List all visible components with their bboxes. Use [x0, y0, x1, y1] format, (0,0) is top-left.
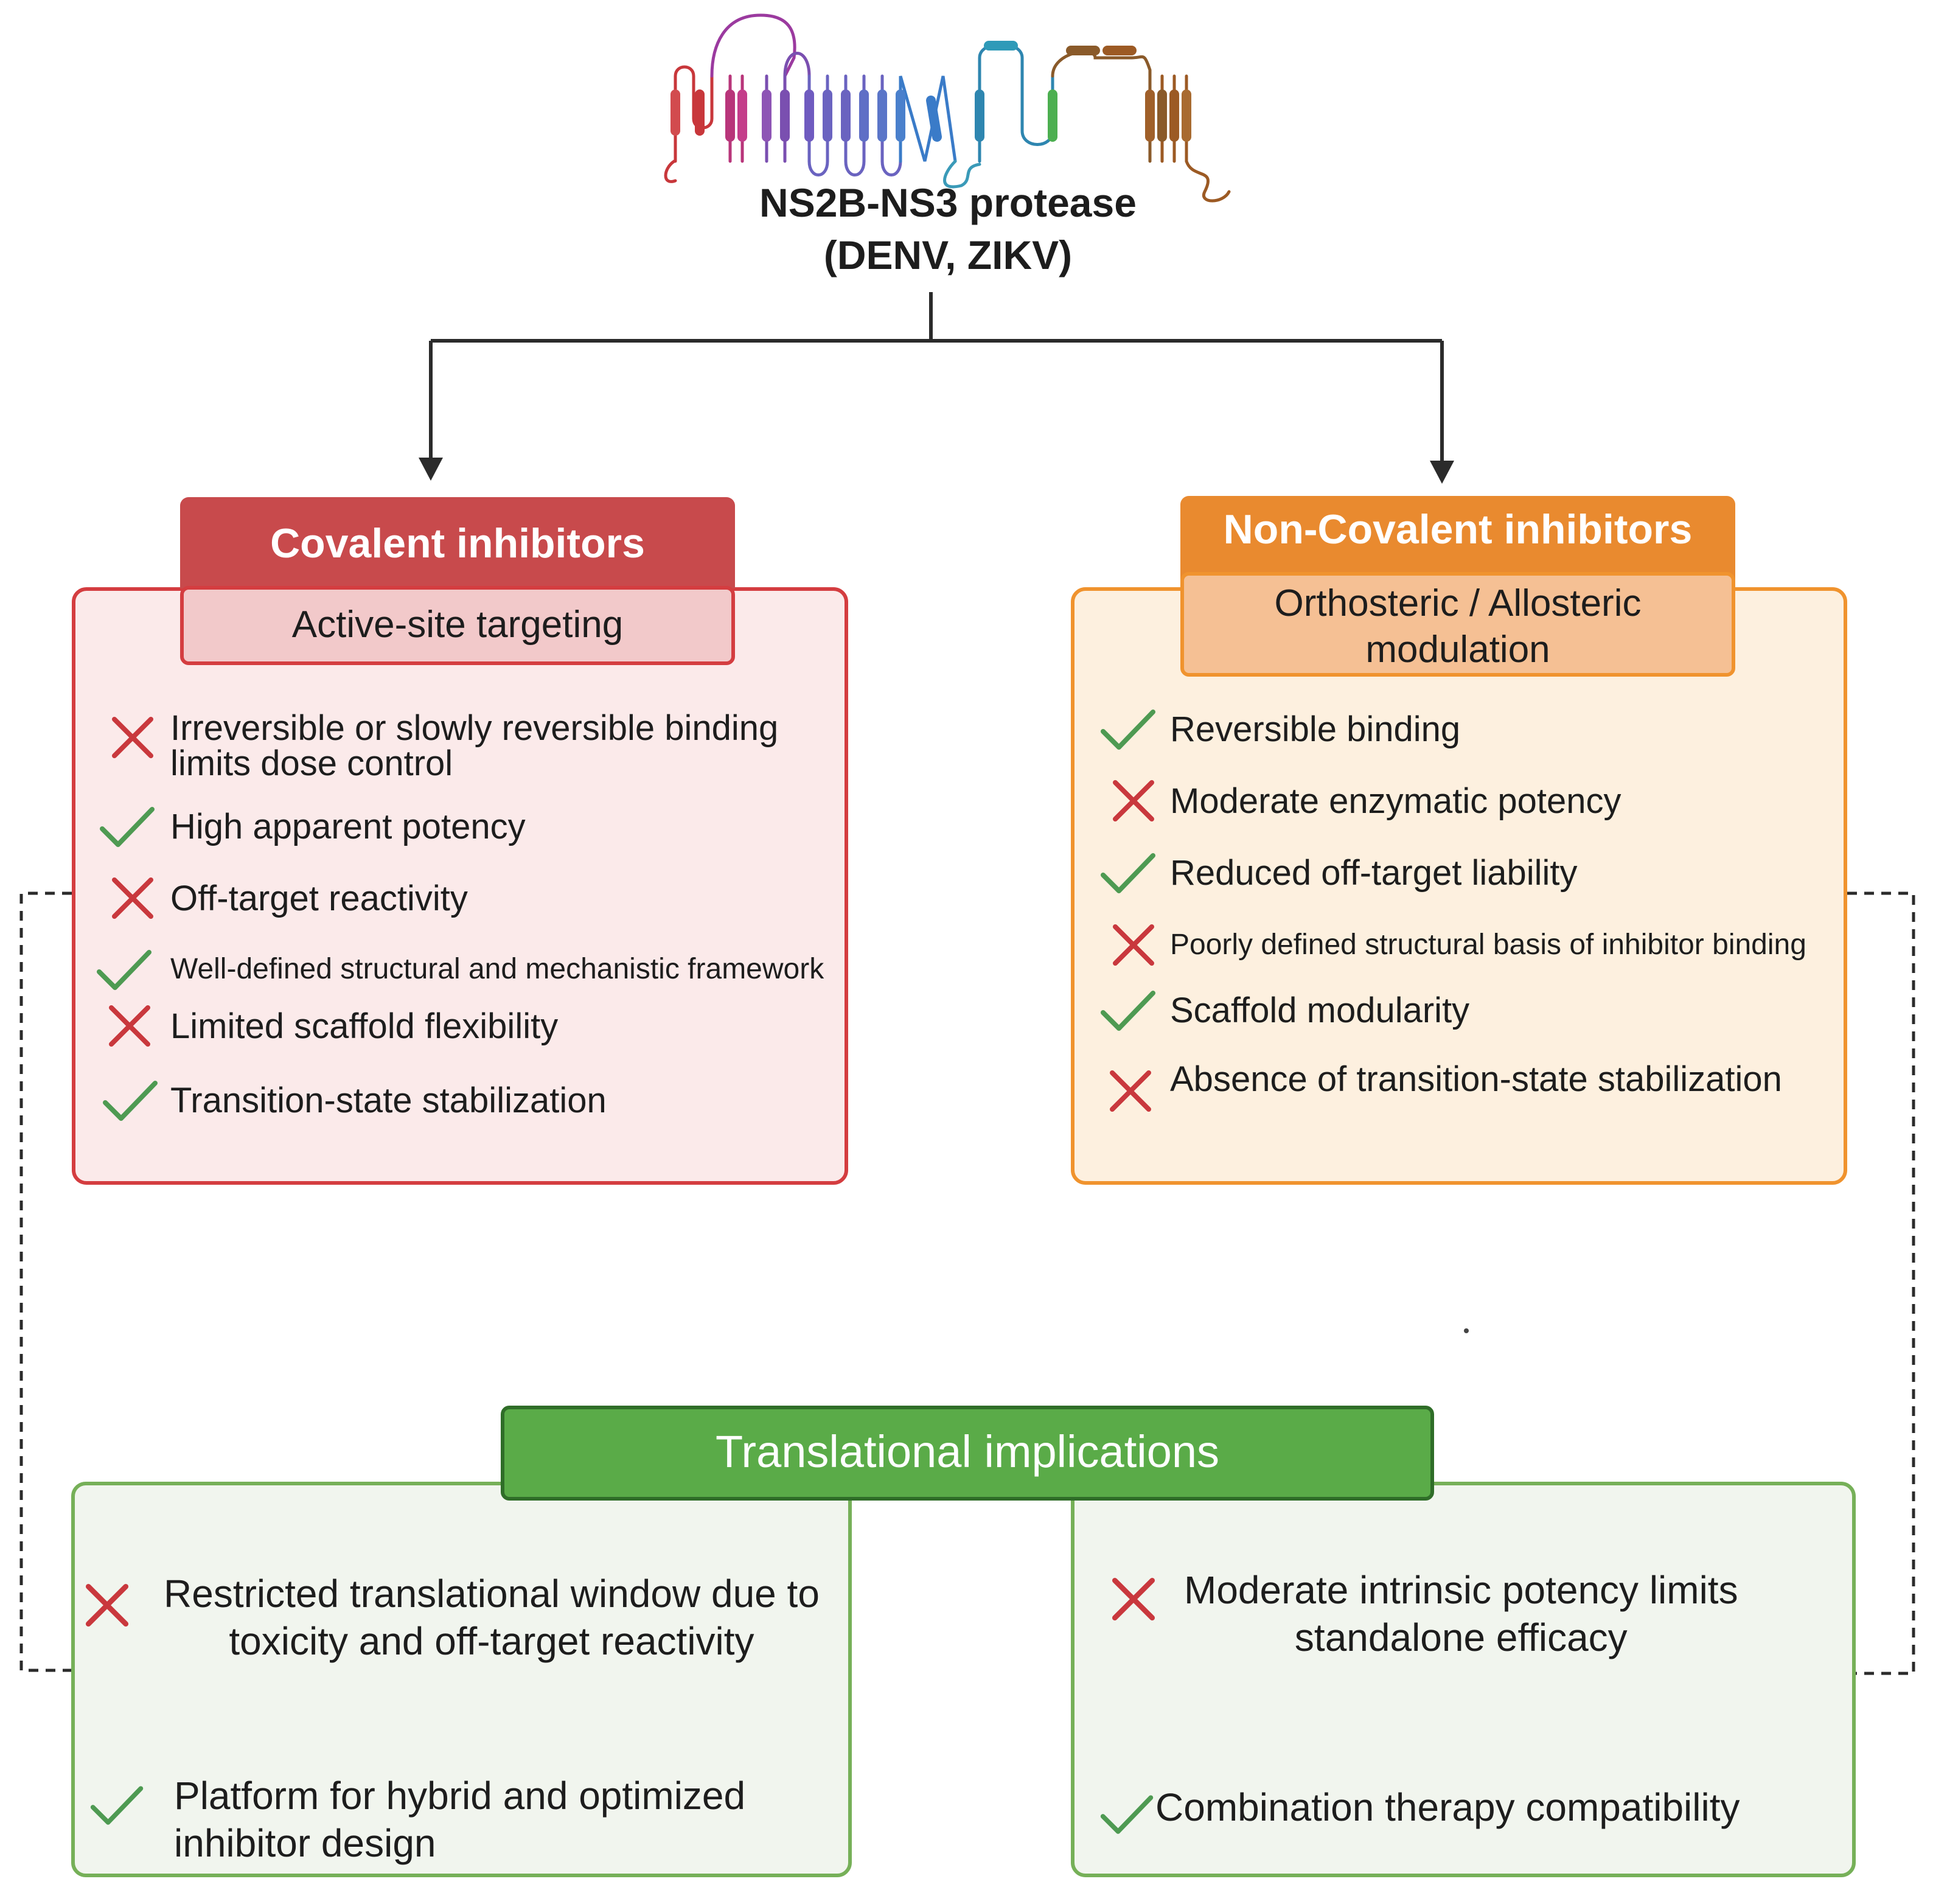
list-item-text: Transition-state stabilization	[170, 1081, 607, 1120]
cross-icon	[1112, 1577, 1155, 1621]
list-item: Poorly defined structural basis of inhib…	[1104, 916, 1806, 977]
list-item: High apparent potency	[97, 797, 526, 858]
list-item-text: Moderate enzymatic potency	[1170, 781, 1621, 821]
cross-icon	[112, 877, 153, 919]
list-item-line-2: toxicity and off-target reactivity	[229, 1619, 754, 1663]
tree-connector	[429, 292, 1444, 462]
cross-icon	[1110, 1070, 1151, 1112]
list-item-line-1: Moderate intrinsic potency limits	[1184, 1568, 1738, 1612]
list-item: Absence of transition-state stabilizatio…	[1101, 1062, 1782, 1123]
list-item-text: Off-target reactivity	[170, 879, 468, 918]
list-item-text: Absence of transition-state stabilizatio…	[1170, 1059, 1782, 1099]
list-item-text: Irreversible or slowly reversible bindin…	[170, 708, 779, 783]
list-item-text: High apparent potency	[170, 807, 526, 846]
list-item: Combination therapy compatibility	[1098, 1784, 1740, 1844]
check-icon	[97, 950, 152, 990]
list-item-text: Poorly defined structural basis of inhib…	[1170, 929, 1806, 961]
list-item-text: Well-defined structural and mechanistic …	[170, 953, 824, 985]
list-item-text: Restricted translational window due to t…	[164, 1570, 820, 1665]
list-item-text: Reduced off-target liability	[1170, 853, 1578, 893]
cross-icon	[112, 717, 153, 758]
translational-right-panel	[1071, 1482, 1856, 1877]
cross-icon	[1113, 924, 1154, 966]
list-item: Well-defined structural and mechanistic …	[94, 940, 824, 1001]
title-line-2: (DENV, ZIKV)	[823, 232, 1073, 277]
noncovalent-subheader: Orthosteric / Allosteric modulation	[1180, 572, 1735, 677]
list-item: Restricted translational window due to t…	[78, 1572, 820, 1665]
check-icon	[1100, 1795, 1154, 1834]
list-item-line-2: standalone efficacy	[1294, 1616, 1628, 1659]
list-item: Moderate enzymatic potency	[1104, 772, 1621, 832]
list-item-line-1: Platform for hybrid and optimized	[174, 1774, 746, 1818]
covalent-header: Covalent inhibitors	[180, 497, 735, 588]
list-item: Irreversible or slowly reversible bindin…	[103, 706, 852, 781]
check-icon	[100, 807, 155, 847]
check-icon	[1101, 710, 1155, 750]
list-item-line-2: inhibitor design	[174, 1821, 436, 1865]
check-icon	[90, 1786, 144, 1825]
arrowhead-right	[1430, 461, 1454, 484]
check-icon	[103, 1081, 158, 1121]
list-item-line-1: Combination therapy compatibility	[1155, 1785, 1740, 1829]
cross-icon	[109, 1005, 150, 1047]
cross-icon	[1113, 780, 1154, 821]
list-item: Scaffold modularity	[1098, 981, 1469, 1042]
check-icon	[1101, 853, 1155, 893]
list-item-text: Scaffold modularity	[1170, 991, 1470, 1030]
list-item-text: Moderate intrinsic potency limits standa…	[1184, 1566, 1738, 1661]
covalent-subheader: Active-site targeting	[180, 586, 735, 665]
list-item-text: Limited scaffold flexibility	[170, 1006, 559, 1046]
list-item-line-1: Restricted translational window due to	[164, 1572, 820, 1616]
protein-topology-illustration	[664, 13, 1231, 203]
list-item: Off-target reactivity	[103, 869, 468, 930]
list-item-text: Combination therapy compatibility	[1155, 1784, 1740, 1831]
check-icon	[1101, 991, 1155, 1031]
list-item: Reduced off-target liability	[1098, 843, 1578, 904]
list-item: Moderate intrinsic potency limits standa…	[1104, 1568, 1738, 1661]
translational-left-panel	[71, 1482, 852, 1877]
noncovalent-panel	[1071, 587, 1847, 1185]
dashed-bracket-right	[1847, 891, 1915, 1675]
list-item: Limited scaffold flexibility	[100, 997, 558, 1058]
noncovalent-subheader-line-1: Orthosteric / Allosteric	[1274, 582, 1642, 624]
diagram-title: NS2B-NS3 protease (DENV, ZIKV)	[662, 176, 1234, 281]
list-item: Reversible binding	[1098, 700, 1460, 761]
dashed-bracket-left	[19, 891, 72, 1672]
list-item-text: Reversible binding	[1170, 710, 1461, 749]
title-line-1: NS2B-NS3 protease	[759, 180, 1137, 225]
list-item-text: Platform for hybrid and optimized inhibi…	[174, 1772, 745, 1867]
covalent-panel	[72, 587, 848, 1185]
list-item: Transition-state stabilization	[100, 1071, 607, 1132]
cross-icon	[85, 1583, 129, 1627]
translational-header: Translational implications	[501, 1406, 1434, 1501]
noncovalent-subheader-line-2: modulation	[1365, 629, 1550, 671]
stray-dot	[1464, 1328, 1469, 1333]
list-item: Platform for hybrid and optimized inhibi…	[88, 1774, 745, 1867]
arrowhead-left	[419, 458, 443, 481]
